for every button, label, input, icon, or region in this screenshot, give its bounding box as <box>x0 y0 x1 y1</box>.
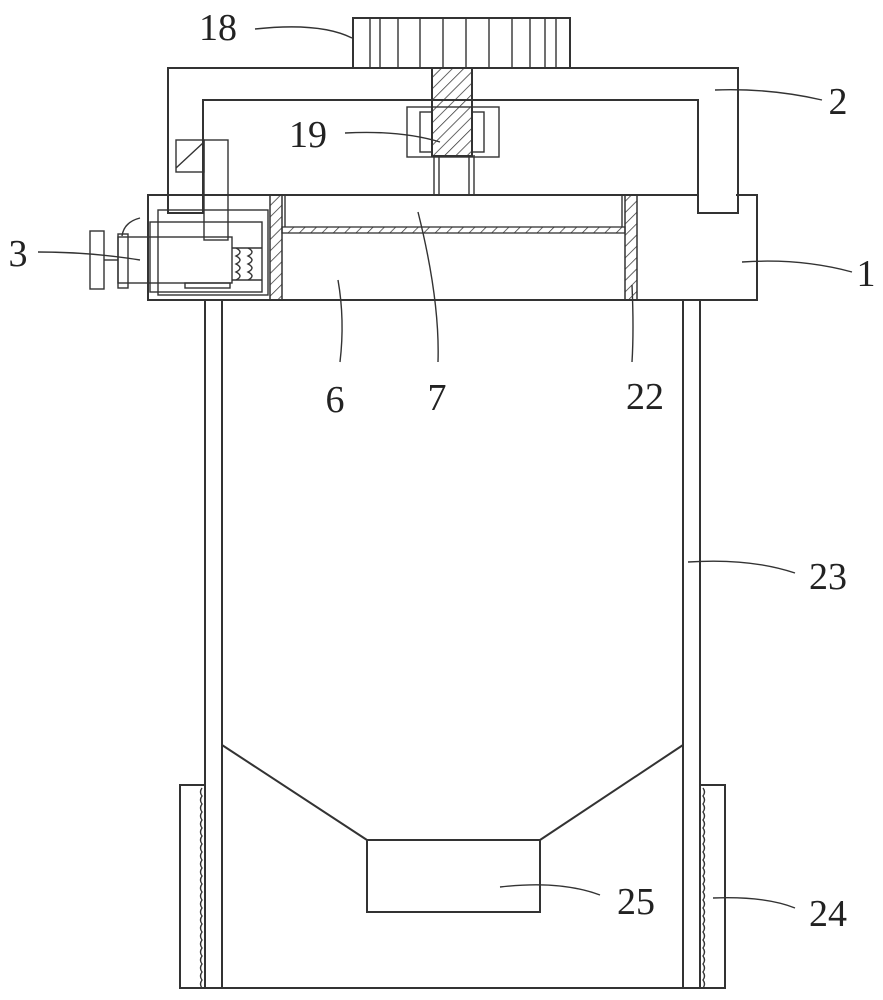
base-housing <box>147 194 758 301</box>
label-22: 22 <box>626 376 664 418</box>
filter-container <box>269 194 638 301</box>
label-18: 18 <box>199 7 237 49</box>
label-3: 3 <box>8 233 28 275</box>
label-6: 6 <box>325 379 345 421</box>
shaft-assembly <box>406 67 500 195</box>
label-25: 25 <box>617 881 655 923</box>
gear-knob <box>352 17 571 69</box>
funnel <box>221 744 684 841</box>
leader-lines <box>37 26 853 909</box>
label-19: 19 <box>289 114 327 156</box>
label-7: 7 <box>427 377 447 419</box>
label-1: 1 <box>856 253 876 295</box>
sleeves <box>179 784 726 989</box>
collection-box <box>366 839 541 913</box>
label-24: 24 <box>809 893 847 935</box>
label-23: 23 <box>809 556 847 598</box>
latch-mechanism <box>89 139 269 296</box>
label-2: 2 <box>828 81 848 123</box>
